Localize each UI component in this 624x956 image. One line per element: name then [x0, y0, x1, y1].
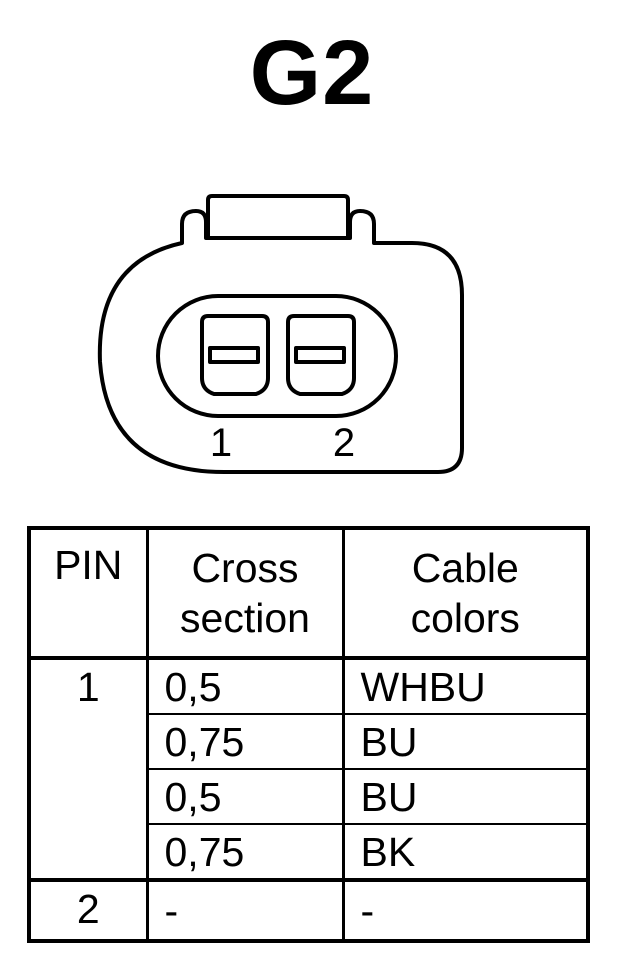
cross-section-cell: 0,5: [145, 658, 343, 714]
table-header-row: PIN Cross section Cable colors: [29, 528, 588, 660]
connector-diagram: 1 2: [97, 194, 464, 474]
pin-label-2: 2: [333, 421, 355, 465]
pin-assignment-table: PIN Cross section Cable colors 1 0,5 WHB…: [27, 526, 590, 943]
cross-section-cell: -: [145, 878, 343, 941]
cable-color-cell: BU: [341, 768, 588, 824]
connector-housing: [97, 209, 464, 474]
header-cross-section: Cross section: [145, 528, 343, 660]
pin-number: 1: [76, 664, 100, 710]
header-pin: PIN: [29, 528, 147, 660]
pin-label-1: 1: [210, 421, 232, 465]
cable-color-cell: -: [341, 878, 588, 941]
table-row: 0,5 BU: [29, 768, 588, 824]
table-row: 0,75 BK: [29, 823, 588, 880]
table-row: 2 - -: [29, 878, 588, 941]
pin-2-socket: [286, 314, 356, 396]
cross-section-cell: 0,5: [145, 768, 343, 824]
cable-color-cell: WHBU: [341, 658, 588, 714]
table-row: 1 0,5 WHBU: [29, 658, 588, 714]
cross-section-cell: 0,75: [145, 823, 343, 880]
pin-2-contact: [294, 346, 346, 364]
pin-chamber: [156, 294, 398, 418]
pin-1-contact: [208, 346, 260, 364]
connector-title: G2: [249, 22, 375, 124]
pin-number: 2: [29, 878, 147, 941]
connector-latch: [206, 194, 350, 238]
table-row: 0,75 BU: [29, 713, 588, 769]
header-cable-colors: Cable colors: [341, 528, 588, 660]
pin-1-socket: [200, 314, 270, 396]
cable-color-cell: BU: [341, 713, 588, 769]
cross-section-cell: 0,75: [145, 713, 343, 769]
cable-color-cell: BK: [341, 823, 588, 880]
